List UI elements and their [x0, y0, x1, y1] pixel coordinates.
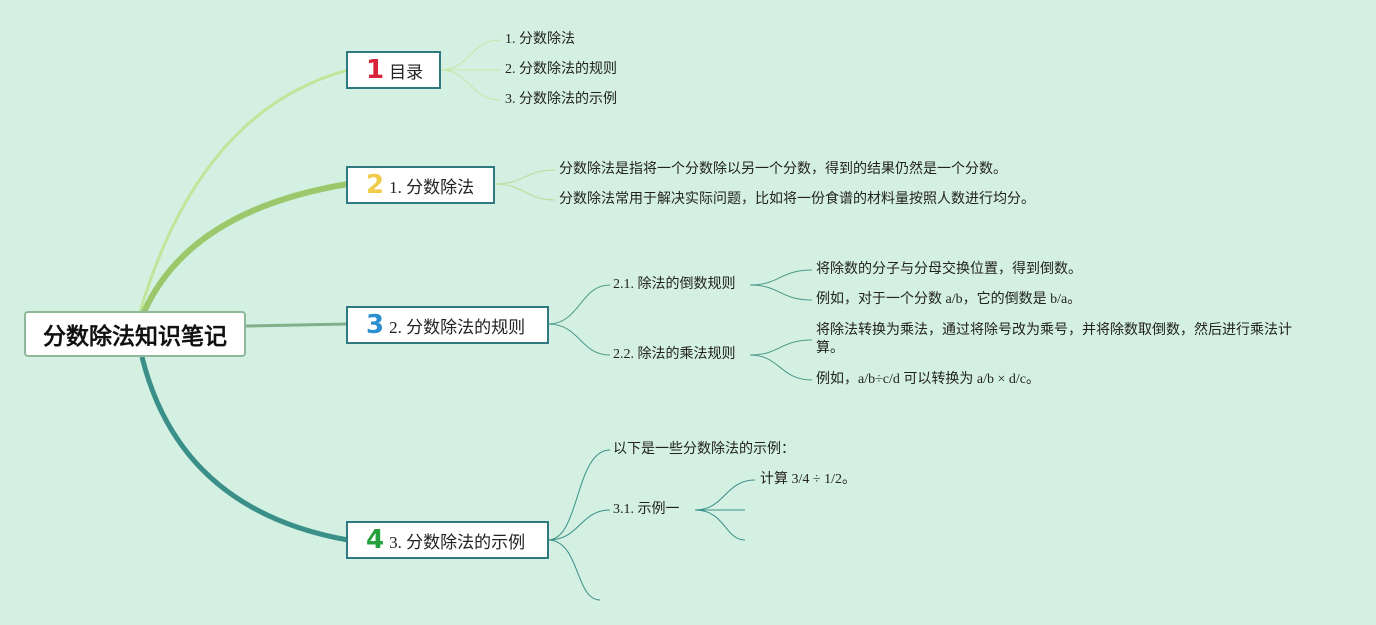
subtopic-example-one[interactable]: 3.1. 示例一: [613, 502, 680, 517]
topic-fraction-division-label: 1. 分数除法: [389, 177, 475, 197]
reciprocal-rule-item-1[interactable]: 将除数的分子与分母交换位置，得到倒数。: [816, 262, 1082, 277]
number-2-icon: 2: [366, 170, 385, 200]
reciprocal-rule-item-2[interactable]: 例如，对于一个分数 a/b，它的倒数是 b/a。: [816, 292, 1082, 307]
branch-line-4: [139, 356, 349, 543]
example-one-item-1[interactable]: 计算 3/4 ÷ 1/2。: [760, 472, 856, 487]
multiplication-rule-item-2[interactable]: 例如，a/b÷c/d 可以转换为 a/b × d/c。: [816, 372, 1040, 387]
topic-toc-label: 目录: [389, 62, 424, 82]
subtopic-reciprocal-rule[interactable]: 2.1. 除法的倒数规则: [613, 277, 736, 292]
branch-line-3: [245, 322, 349, 328]
topic-fraction-division[interactable]: 2 1. 分数除法: [346, 166, 495, 204]
toc-item-1[interactable]: 1. 分数除法: [505, 32, 575, 47]
branch-4-children-lines: [547, 449, 756, 601]
topic-division-rules[interactable]: 3 2. 分数除法的规则: [346, 306, 549, 344]
toc-item-2[interactable]: 2. 分数除法的规则: [505, 62, 617, 77]
number-1-icon: 1: [366, 55, 385, 85]
central-topic-label: 分数除法知识笔记: [43, 324, 227, 350]
topic-division-rules-label: 2. 分数除法的规则: [389, 317, 526, 337]
number-3-icon: 3: [366, 310, 385, 340]
branch-2-children-lines: [493, 169, 556, 201]
examples-intro[interactable]: 以下是一些分数除法的示例：: [613, 442, 795, 457]
definition-item-1[interactable]: 分数除法是指将一个分数除以另一个分数，得到的结果仍然是一个分数。: [559, 162, 1007, 177]
multiplication-rule-item-1[interactable]: 将除法转换为乘法，通过将除号改为乘号，并将除数取倒数，然后进行乘法计算。: [816, 323, 1292, 357]
topic-division-examples-label: 3. 分数除法的示例: [389, 532, 526, 552]
branch-line-1: [138, 68, 349, 313]
branch-line-2: [141, 181, 349, 314]
toc-item-3[interactable]: 3. 分数除法的示例: [505, 92, 617, 107]
topic-division-examples[interactable]: 4 3. 分数除法的示例: [346, 521, 549, 559]
definition-item-2[interactable]: 分数除法常用于解决实际问题，比如将一份食谱的材料量按照人数进行均分。: [559, 192, 1035, 207]
central-topic[interactable]: 分数除法知识笔记: [24, 311, 246, 357]
branch-1-children-lines: [439, 39, 501, 101]
topic-toc[interactable]: 1 目录: [346, 51, 441, 89]
number-4-icon: 4: [366, 525, 385, 555]
subtopic-multiplication-rule[interactable]: 2.2. 除法的乘法规则: [613, 347, 736, 362]
branch-3-children-lines: [547, 269, 813, 381]
